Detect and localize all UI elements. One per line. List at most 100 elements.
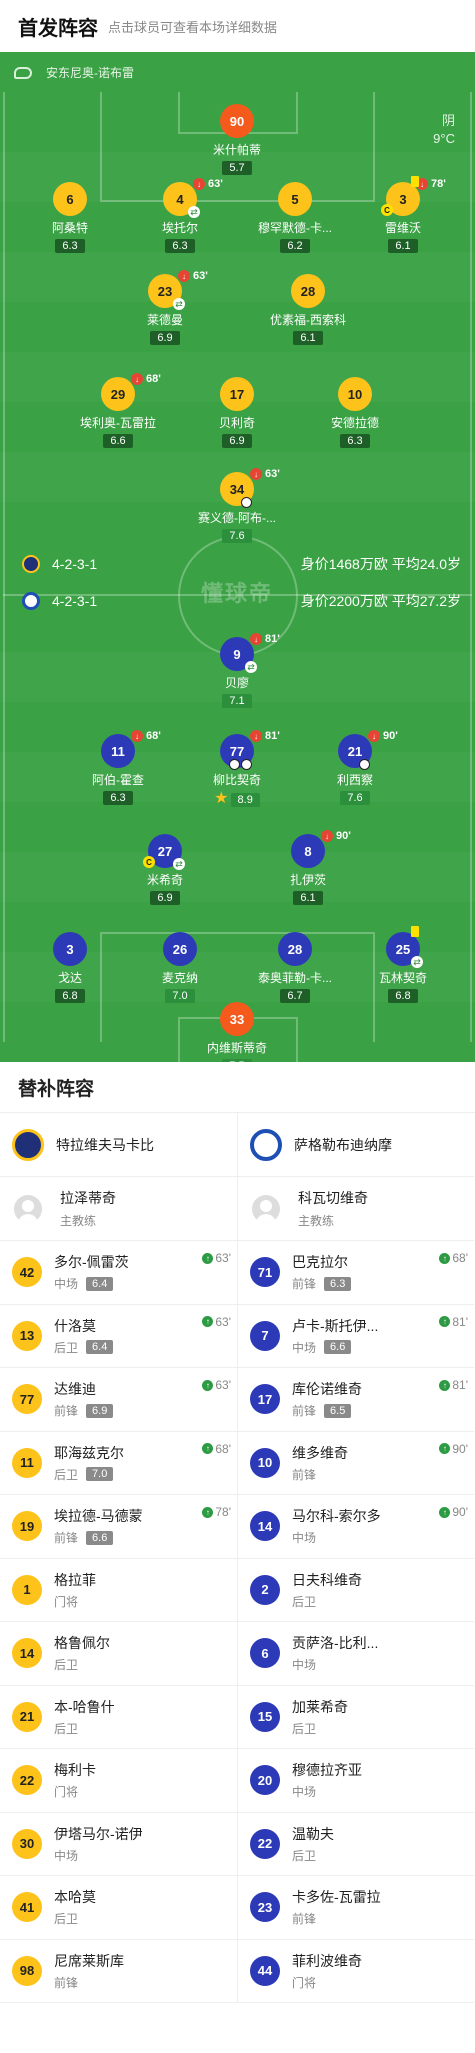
substitute-rating: 6.4 bbox=[86, 1340, 114, 1355]
away-team-meta: 身价2200万欧 平均27.2岁 bbox=[300, 593, 461, 609]
player-number-badge: 8↓90' bbox=[291, 830, 351, 868]
substitute-position: 前锋 bbox=[292, 1467, 317, 1482]
substitute-name: 格拉菲 bbox=[54, 1571, 96, 1588]
weather-info: 阴 9°C bbox=[433, 112, 455, 148]
player-name: 瓦林契奇 bbox=[378, 971, 427, 985]
home-coach[interactable]: 拉泽蒂奇 主教练 bbox=[0, 1177, 237, 1241]
substitute-name: 本-哈鲁什 bbox=[54, 1698, 115, 1715]
player-name: 贝廖 bbox=[224, 676, 249, 690]
substitution-badge: ↓81' bbox=[250, 633, 280, 645]
player-card[interactable]: 34↓63'赛义德-阿布-...7.6 bbox=[167, 468, 307, 544]
player-number-badge: 41 bbox=[12, 1892, 42, 1923]
away-coach[interactable]: 科瓦切维奇 主教练 bbox=[238, 1177, 474, 1241]
weather-condition: 阴 bbox=[441, 113, 455, 128]
player-rating: 6.8 bbox=[388, 989, 418, 1003]
substitute-position-line: 后卫 bbox=[54, 1910, 237, 1927]
away-crest-icon bbox=[22, 592, 40, 610]
swap-icon: ⇄ bbox=[173, 298, 185, 310]
substitute-name: 卡多佐-瓦雷拉 bbox=[292, 1889, 381, 1906]
player-rating: 6.6 bbox=[103, 434, 133, 448]
player-number-badge: 1 bbox=[12, 1574, 42, 1605]
sub-in-icon: ↑ bbox=[202, 1443, 214, 1454]
player-name: 安德拉德 bbox=[330, 416, 379, 430]
home-team-header[interactable]: 特拉维夫马卡比 bbox=[0, 1113, 237, 1177]
substitution-badge: ↓63' bbox=[250, 468, 280, 480]
sub-in-time: ↑90' bbox=[439, 1442, 468, 1456]
player-number: 21 bbox=[347, 743, 363, 759]
substitutes-title: 替补阵容 bbox=[18, 1078, 95, 1100]
substitution-badge: ↓90' bbox=[368, 730, 398, 742]
away-team-header[interactable]: 萨格勒布迪纳摩 bbox=[238, 1113, 474, 1177]
substitute-info: 马尔科-索尔多中场 bbox=[292, 1506, 474, 1546]
player-number-badge: 42 bbox=[12, 1257, 42, 1288]
substitution-badge: ↓63' bbox=[193, 178, 223, 190]
sub-minute: 90' bbox=[383, 730, 398, 742]
substitute-rating: 6.3 bbox=[324, 1276, 352, 1291]
substitute-position: 后卫 bbox=[292, 1721, 317, 1736]
player-card[interactable]: 77↓81'柳比契奇★8.9 bbox=[167, 730, 307, 808]
substitute-position: 前锋 bbox=[54, 1975, 79, 1990]
player-number-badge: 20 bbox=[250, 1765, 280, 1796]
substitute-info: 卡多佐-瓦雷拉前锋 bbox=[292, 1887, 474, 1927]
sub-in-minute: 90' bbox=[452, 1441, 468, 1456]
player-rating: 6.9 bbox=[150, 891, 180, 905]
player-number-badge: 2 bbox=[250, 1574, 280, 1605]
player-number-badge: 7 bbox=[250, 1320, 280, 1351]
coach-name: 拉泽蒂奇 bbox=[60, 1190, 116, 1206]
substitute-name: 穆德拉齐亚 bbox=[292, 1762, 362, 1779]
sub-in-time: ↑63' bbox=[202, 1378, 231, 1392]
player-rating: 6.3 bbox=[340, 434, 370, 448]
player-card[interactable]: 33内维斯蒂奇7.5 bbox=[167, 1002, 307, 1062]
player-number-badge: 5 bbox=[278, 182, 312, 216]
sub-in-time: ↑63' bbox=[202, 1251, 231, 1265]
player-number: 3 bbox=[399, 191, 407, 207]
substitute-name: 格鲁佩尔 bbox=[54, 1635, 110, 1652]
substitute-position: 门将 bbox=[54, 1785, 79, 1800]
